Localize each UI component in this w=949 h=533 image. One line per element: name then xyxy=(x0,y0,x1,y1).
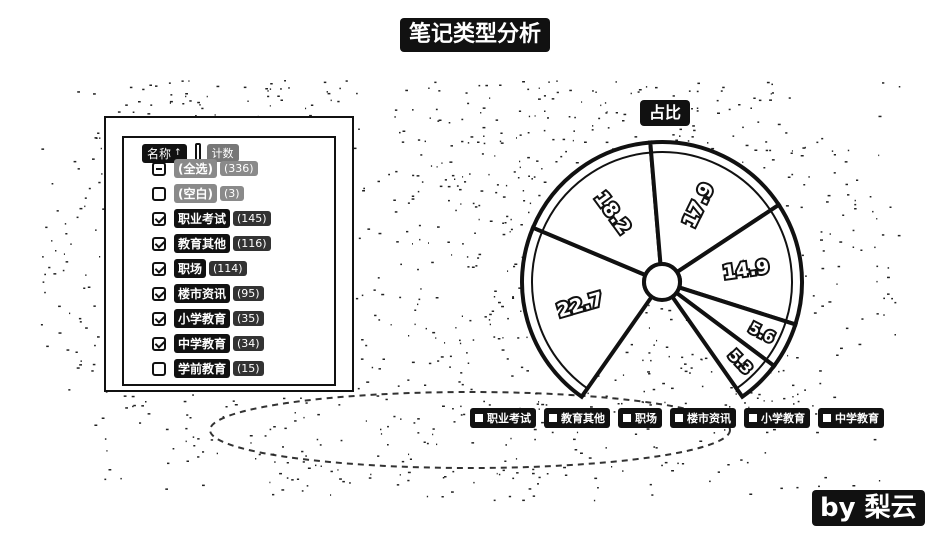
filter-item[interactable]: 职业考试(145) xyxy=(152,206,271,231)
pie-slice-rim xyxy=(541,151,652,232)
filter-item[interactable]: 楼市资讯(95) xyxy=(152,281,271,306)
legend-item[interactable]: 教育其他 xyxy=(544,408,610,428)
pie-center-hub xyxy=(642,262,682,302)
legend-item[interactable]: 职业考试 xyxy=(470,408,536,428)
filter-item-label: 职场 xyxy=(174,259,207,278)
sort-by-name-button[interactable]: 名称 ↑ xyxy=(142,143,187,163)
legend-marker-icon xyxy=(623,414,631,422)
legend-marker-icon xyxy=(549,414,557,422)
legend-item[interactable]: 职场 xyxy=(618,408,662,428)
filter-item-label: 学前教育 xyxy=(174,359,231,378)
filter-checkbox[interactable] xyxy=(152,161,166,176)
author-watermark: by 梨云 xyxy=(812,490,925,526)
legend-marker-icon xyxy=(823,414,831,422)
pie-slice-rim xyxy=(651,151,772,211)
filter-item-label: 小学教育 xyxy=(174,309,231,328)
legend-item[interactable]: 小学教育 xyxy=(744,408,810,428)
legend-label: 职场 xyxy=(635,412,657,425)
legend-item[interactable]: 楼市资讯 xyxy=(670,408,736,428)
pie-slice-rim xyxy=(769,209,793,322)
filter-checkbox[interactable] xyxy=(152,211,166,226)
filter-item-count: (3) xyxy=(219,186,244,201)
filter-checkbox[interactable] xyxy=(152,311,166,326)
page-title: 笔记类型分析 xyxy=(400,18,550,52)
legend-label: 小学教育 xyxy=(761,412,805,425)
filter-item-count: (145) xyxy=(233,211,271,226)
filter-item-count: (15) xyxy=(233,361,264,376)
legend-label: 中学教育 xyxy=(835,412,879,425)
filter-checkbox[interactable] xyxy=(152,236,166,251)
sort-asc-icon: ↑ xyxy=(174,148,182,158)
legend-marker-icon xyxy=(475,414,483,422)
filter-item-count: (95) xyxy=(233,286,264,301)
legend-marker-icon xyxy=(675,414,683,422)
filter-item-count: (114) xyxy=(209,261,247,276)
sort-label-text: 名称 xyxy=(147,146,172,161)
filter-checkbox[interactable] xyxy=(152,261,166,276)
filter-checkbox[interactable] xyxy=(152,361,166,376)
filter-item-count: (116) xyxy=(233,236,271,251)
filter-item-label: (全选) xyxy=(174,159,217,178)
filter-checkbox[interactable] xyxy=(152,186,166,201)
legend-item[interactable]: 中学教育 xyxy=(818,408,884,428)
filter-item-label: 职业考试 xyxy=(174,209,231,228)
legend-marker-icon xyxy=(749,414,757,422)
filter-checkbox[interactable] xyxy=(152,286,166,301)
legend-label: 教育其他 xyxy=(561,412,605,425)
filter-item-label: 楼市资讯 xyxy=(174,284,231,303)
chart-title: 占比 xyxy=(640,100,690,126)
filter-item[interactable]: 职场(114) xyxy=(152,256,271,281)
filter-item[interactable]: (全选)(336) xyxy=(152,156,271,181)
filter-item-label: 中学教育 xyxy=(174,334,231,353)
filter-panel: 名称 ↑ 计数 (全选)(336)(空白)(3)职业考试(145)教育其他(11… xyxy=(104,116,354,392)
filter-item-count: (34) xyxy=(233,336,264,351)
filter-item[interactable]: (空白)(3) xyxy=(152,181,271,206)
filter-item[interactable]: 教育其他(116) xyxy=(152,231,271,256)
filter-item[interactable]: 小学教育(35) xyxy=(152,306,271,331)
legend-label: 职业考试 xyxy=(487,412,531,425)
filter-item-label: 教育其他 xyxy=(174,234,231,253)
filter-item-list: (全选)(336)(空白)(3)职业考试(145)教育其他(116)职场(114… xyxy=(152,156,271,381)
filter-item[interactable]: 中学教育(34) xyxy=(152,331,271,356)
filter-item-label: (空白) xyxy=(174,184,217,203)
sort-by-count-button[interactable]: 计数 xyxy=(206,144,239,162)
filter-item-count: (35) xyxy=(233,311,264,326)
chart-legend: 职业考试 教育其他 职场 楼市资讯 小学教育 中学教育 xyxy=(470,408,884,428)
filter-checkbox[interactable] xyxy=(152,336,166,351)
pie-slice-rim xyxy=(531,231,589,390)
pie-slice-rim xyxy=(735,359,767,390)
legend-label: 楼市资讯 xyxy=(687,412,731,425)
filter-item[interactable]: 学前教育(15) xyxy=(152,356,271,381)
filter-item-count: (336) xyxy=(219,161,258,176)
